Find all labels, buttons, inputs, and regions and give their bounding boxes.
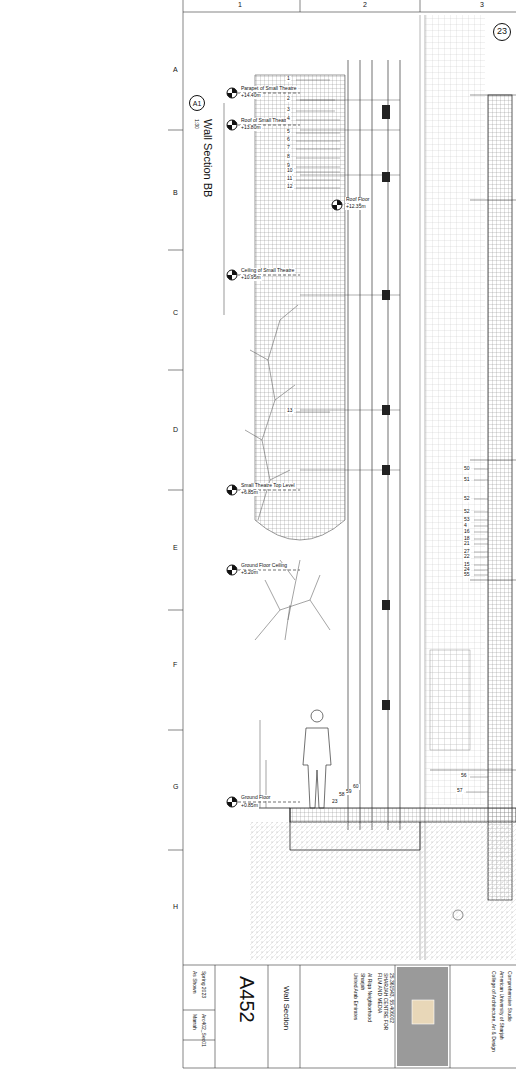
title-block-text: Arc402_Sec01 (201, 1013, 207, 1048)
callout-number: 3 (286, 107, 291, 113)
callout-number: 11 (286, 176, 293, 182)
level-label: +13.80m (240, 125, 262, 131)
grid-column-label: 3 (479, 1, 485, 9)
level-label: Parapet of Small Theatre (240, 86, 298, 92)
callout-number: 57 (456, 788, 464, 794)
callout-number: 22 (463, 554, 471, 560)
callout-number: 50 (463, 466, 471, 472)
callout-number: 6 (286, 137, 291, 143)
callout-number: 60 (352, 784, 360, 790)
callout-number: 52 (463, 496, 471, 502)
level-label: Small Theatre Top Level (240, 483, 296, 489)
grid-row-label: H (172, 903, 179, 911)
level-label: Ground Floor Ceiling (240, 563, 288, 569)
grid-row-label: C (172, 309, 179, 317)
callout-number: 21 (463, 541, 471, 547)
title-block-text: Marrah (192, 1013, 198, 1031)
grid-row-label: F (172, 661, 178, 669)
title-block-text: 25.361543, 55.406002 (389, 972, 395, 1024)
callout-number: 2 (286, 96, 291, 102)
callout-number: 23 (331, 799, 339, 805)
grid-bubble: 23 (493, 23, 511, 41)
level-label: +10.95m (240, 275, 262, 281)
callout-number: 53 (463, 517, 471, 523)
bubble-text: A1 (193, 100, 202, 107)
level-label: +0.85m (240, 803, 259, 809)
grid-row-label: G (172, 783, 179, 791)
title-block-text: American University of Sharjah (499, 970, 505, 1067)
callout-number: 52 (463, 509, 471, 515)
title-block-text: Wall Section (281, 985, 290, 1031)
level-label: +5.20m (240, 570, 259, 576)
callout-number: 51 (463, 477, 471, 483)
title-block-text: A452 (236, 975, 258, 1024)
callout-number: 5 (286, 129, 291, 135)
title-block-text: College of Architecture, Art & Design (491, 970, 497, 1067)
title-block-text: As Shown (192, 970, 198, 995)
callout-number: 4 (463, 523, 468, 529)
section-reference-bubble: A1 (189, 95, 206, 112)
callout-number: 1 (286, 76, 291, 82)
title-block-text: United Arab Emirates (353, 972, 359, 1021)
callout-number: 7 (286, 145, 291, 151)
grid-column-label: 1 (237, 1, 243, 9)
level-label: Ceiling of Small Theatre (240, 268, 295, 274)
title-block-text: SHARJAH CENTRE FOR FILM AND MEDIA (377, 972, 388, 1034)
grid-row-label: D (172, 426, 179, 434)
title-block-text: Spring 2023 (201, 970, 207, 999)
level-label: +6.85m (240, 490, 259, 496)
callout-number: 59 (345, 789, 353, 795)
level-label: +12.35m (345, 204, 367, 210)
grid-column-label: 2 (362, 1, 368, 9)
callout-number: 16 (463, 529, 471, 535)
grid-row-label: E (172, 544, 179, 552)
bubble-text: 23 (497, 27, 507, 36)
drawing-title: Wall Section BB (202, 118, 214, 198)
title-block-text: Al Riqa Neighborhood (367, 972, 373, 1023)
callout-number: 12 (286, 184, 294, 190)
level-label: Ground Floor (240, 795, 271, 801)
callout-number: 4 (286, 116, 291, 122)
level-label: +14.40m (240, 93, 262, 99)
callout-number: 10 (286, 168, 294, 174)
grid-row-label: B (172, 189, 179, 197)
level-label: Roof of Small Theatre (240, 118, 291, 124)
level-label: Roof Floor (345, 197, 370, 203)
title-block-text: Comprehensive Studio (507, 970, 513, 1023)
callout-number: 56 (460, 773, 468, 779)
callout-number: 8 (286, 154, 291, 160)
callout-number: 55 (463, 572, 471, 578)
callout-number: 13 (286, 408, 294, 414)
drawing-title: 1:30 (194, 118, 200, 130)
title-block-text: Sharjah (360, 972, 366, 991)
grid-row-label: A (172, 66, 179, 74)
